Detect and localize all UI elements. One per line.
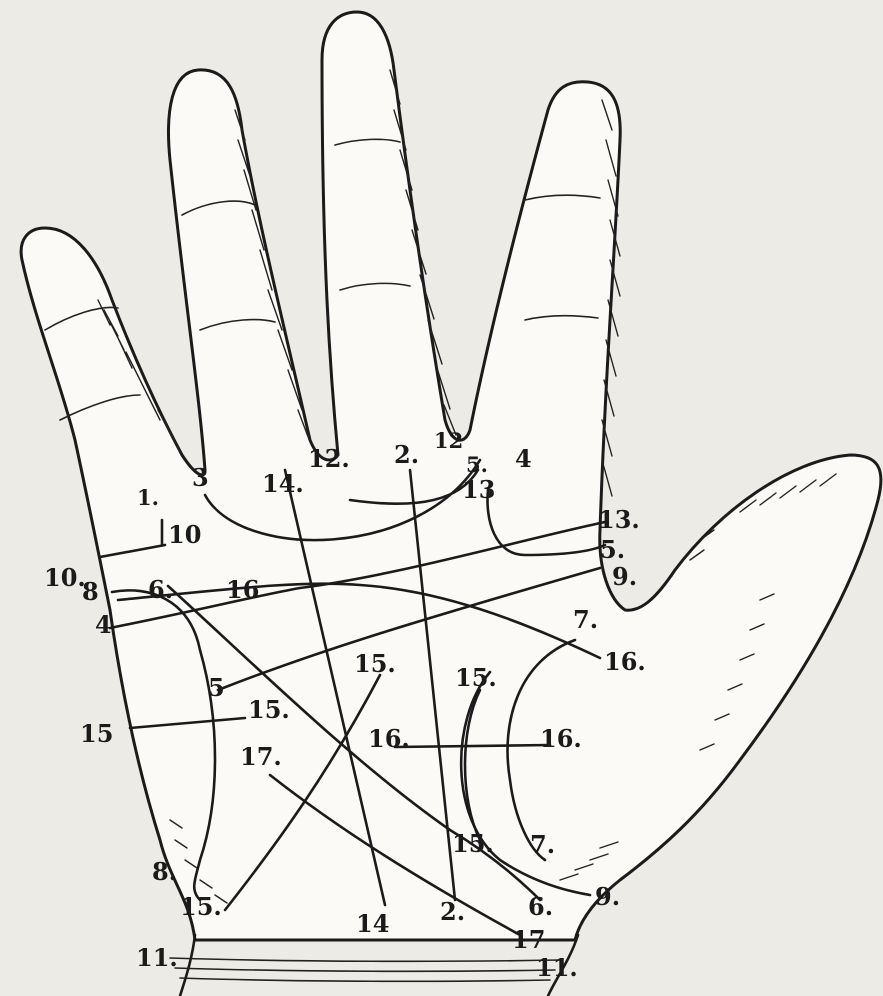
- hand-outline: [21, 12, 881, 940]
- label-2-bottom: 2.: [440, 897, 465, 926]
- label-8-upper: 8: [82, 577, 99, 606]
- label-11-right: 11.: [536, 953, 578, 982]
- label-15-center-top: 15.: [354, 649, 396, 678]
- label-9-lower: 9.: [595, 882, 620, 911]
- label-13-right: 13.: [598, 505, 640, 534]
- label-14-bottom: 14: [356, 909, 389, 938]
- bracelet-line-1: [170, 958, 560, 961]
- label-9-upper: 9.: [612, 562, 637, 591]
- wrist-edge-left: [180, 935, 195, 996]
- label-2-upper: 2.: [394, 440, 419, 469]
- label-17-upper: 17.: [240, 742, 282, 771]
- label-12-left: 12.: [308, 444, 350, 473]
- label-6-upper: 6.: [148, 575, 173, 604]
- label-16-mid-left: 16.: [368, 724, 410, 753]
- label-16-right: 16.: [604, 647, 646, 676]
- label-13-top: 13: [462, 475, 495, 504]
- label-5-top: 5.: [466, 452, 488, 477]
- label-1: 1.: [137, 485, 159, 510]
- label-15-lower: 15.: [452, 829, 494, 858]
- label-3: 3: [192, 463, 209, 492]
- bracelet-line-2: [175, 968, 555, 971]
- label-7-lower: 7.: [530, 830, 555, 859]
- label-15-bottom: 15.: [180, 892, 222, 921]
- label-7-upper: 7.: [573, 605, 598, 634]
- label-15-left: 15: [80, 719, 113, 748]
- label-15-mid: 15.: [248, 695, 290, 724]
- label-4-left: 4: [95, 610, 112, 639]
- label-8-lower: 8.: [152, 857, 177, 886]
- label-17-bottom: 17: [512, 925, 545, 954]
- label-4-top: 4: [515, 444, 532, 473]
- bracelet-line-3: [180, 978, 550, 981]
- label-12-right: 12: [434, 428, 463, 453]
- label-5-left: 5: [208, 673, 225, 702]
- label-14-upper: 14.: [262, 469, 304, 498]
- label-11-left: 11.: [136, 943, 178, 972]
- label-10-upper: 10: [168, 520, 201, 549]
- label-15-right-top: 15.: [455, 663, 497, 692]
- label-16-mid-right: 16.: [540, 724, 582, 753]
- label-6-bottom: 6.: [528, 892, 553, 921]
- label-10-left: 10.: [44, 563, 86, 592]
- label-16-upper: 16: [226, 575, 259, 604]
- label-5-right: 5.: [600, 535, 625, 564]
